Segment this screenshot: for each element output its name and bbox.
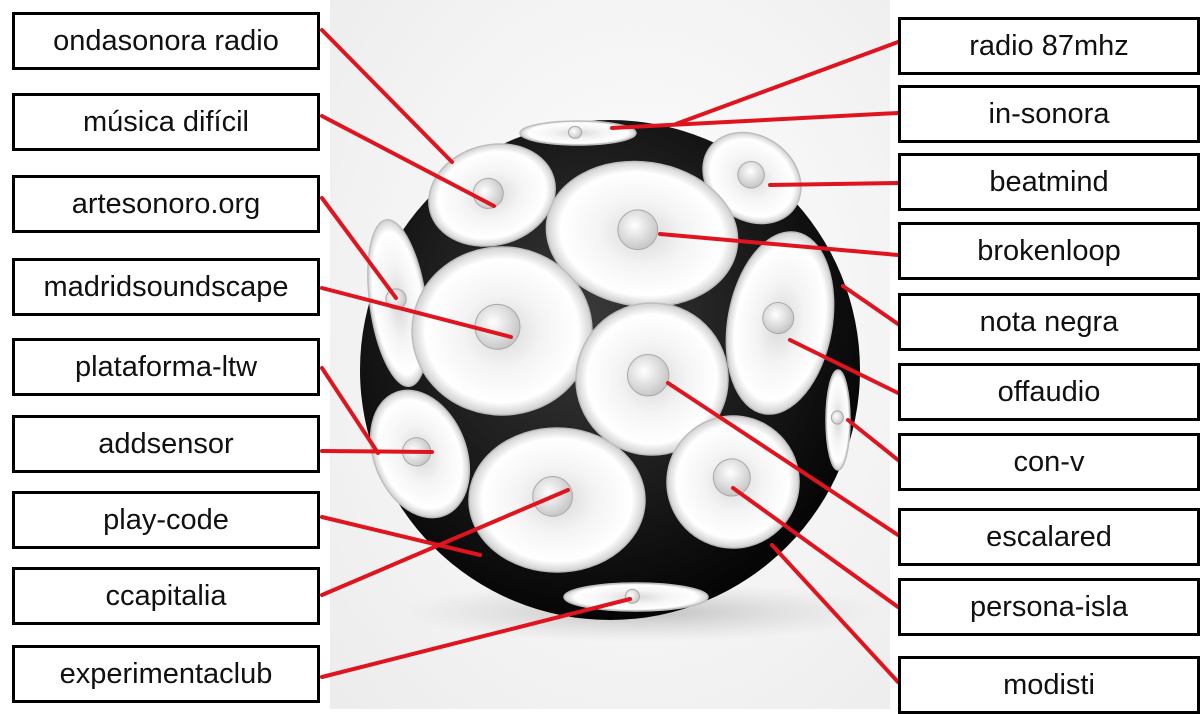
leader-line xyxy=(731,486,900,609)
leader-line xyxy=(320,597,632,679)
label-musica-dificil: música difícil xyxy=(12,93,320,151)
speaker-cone xyxy=(428,143,556,247)
leader-line xyxy=(320,28,454,164)
label-con-v: con-v xyxy=(898,433,1200,491)
label-offaudio: offaudio xyxy=(898,363,1200,421)
speaker-cone xyxy=(545,160,739,308)
leader-line xyxy=(320,196,398,300)
label-artesonoro-org: artesonoro.org xyxy=(12,175,320,233)
label-madridsoundscape: madridsoundscape xyxy=(12,258,320,316)
speaker-cone xyxy=(725,231,835,415)
leader-line xyxy=(320,449,434,454)
leader-line xyxy=(768,181,900,187)
label-ccapitalia: ccapitalia xyxy=(12,567,320,625)
label-escalared: escalared xyxy=(898,508,1200,566)
leader-line xyxy=(846,418,900,462)
label-persona-isla: persona-isla xyxy=(898,578,1200,636)
leader-line xyxy=(320,488,570,597)
label-brokenloop: brokenloop xyxy=(898,222,1200,280)
leader-line xyxy=(320,515,482,557)
speaker-cone xyxy=(519,120,637,146)
label-play-code: play-code xyxy=(12,491,320,549)
leader-line xyxy=(320,366,380,455)
label-nota-negra: nota negra xyxy=(898,293,1200,351)
label-modisti: modisti xyxy=(898,656,1200,714)
leader-line xyxy=(788,338,900,395)
speaker-cone xyxy=(563,582,709,612)
leader-line xyxy=(841,284,900,326)
speaker-cone xyxy=(575,302,729,456)
leader-line xyxy=(658,232,900,257)
speaker-cone xyxy=(825,369,851,471)
label-ondasonora-radio: ondasonora radio xyxy=(12,12,320,70)
label-radio-87mhz: radio 87mhz xyxy=(898,17,1200,75)
label-in-sonora: in-sonora xyxy=(898,85,1200,143)
leader-line xyxy=(610,111,900,130)
speaker-cone xyxy=(702,131,802,225)
speaker-cone xyxy=(468,427,646,573)
leader-line xyxy=(320,114,496,208)
label-experimentaclub: experimentaclub xyxy=(12,645,320,703)
leader-line xyxy=(674,40,900,126)
speaker-cone xyxy=(411,246,593,416)
leader-line xyxy=(320,286,513,339)
label-beatmind: beatmind xyxy=(898,153,1200,211)
label-addsensor: addsensor xyxy=(12,415,320,473)
label-plataforma-ltw: plataforma-ltw xyxy=(12,338,320,396)
leader-line xyxy=(666,381,900,537)
leader-line xyxy=(770,543,900,684)
